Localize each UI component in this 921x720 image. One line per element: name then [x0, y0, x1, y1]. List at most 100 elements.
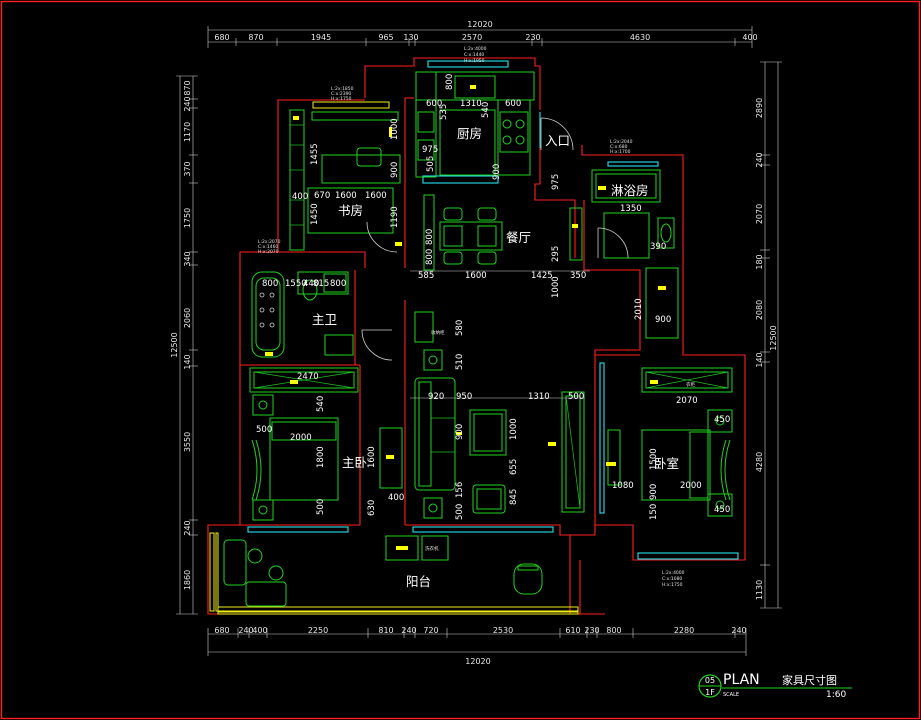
- top-dim-7: 230: [525, 33, 540, 42]
- living-dim-4: 500: [568, 392, 584, 402]
- bottom-total-dim: 12020: [465, 657, 490, 666]
- right-dim-5: 2080: [755, 300, 764, 320]
- br-dim-1: 2070: [676, 396, 698, 406]
- study-furniture: 1455 1450 670 400 1600 1600 900 1000 119…: [289, 86, 402, 253]
- right-dim-7: 4280: [755, 452, 764, 472]
- shower-dim-4: 2010: [634, 298, 644, 320]
- bottom-dim-1: 680: [214, 626, 229, 635]
- svg-text:L:2x:2070: L:2x:2070: [258, 239, 281, 245]
- left-dim-9: 3550: [183, 432, 192, 452]
- windows: [247, 60, 739, 560]
- top-dim-4: 965: [378, 33, 393, 42]
- living-dim-10: 510: [455, 354, 465, 370]
- master-bath: 800 1550 440 815 800 L:2x:2070 C:x:1460 …: [251, 239, 393, 361]
- study-dim-4: 400: [292, 192, 308, 202]
- left-dimensions: 870 240 1170 370 1750 340 2060 140 3550 …: [170, 75, 198, 615]
- bottom-dim-8: 2530: [493, 626, 513, 635]
- shower-dim-2: 390: [650, 242, 666, 252]
- washer-note: 洗衣机: [425, 545, 439, 552]
- right-total-dim: 12500: [769, 325, 778, 350]
- top-dim-2: 870: [248, 33, 263, 42]
- study-dim-3: 670: [314, 191, 330, 201]
- dining-label: 餐厅: [506, 230, 531, 245]
- svg-text:L:2x:2040: L:2x:2040: [610, 139, 633, 145]
- svg-text:H:x:1750: H:x:1750: [662, 582, 683, 588]
- right-dim-4: 180: [755, 254, 764, 269]
- svg-text:C:x:680: C:x:680: [610, 144, 628, 150]
- bath-dim-3: 440: [303, 279, 319, 289]
- living-room: 920 950 1310 500 1000 655 845 900 156 51…: [410, 311, 585, 520]
- floor-number: 1F: [705, 688, 715, 697]
- br-dim-2: 450: [714, 415, 730, 425]
- dining-dim-9: 975: [551, 174, 561, 190]
- left-dim-3: 1170: [183, 122, 192, 142]
- dining-dim-1: 800: [425, 229, 435, 245]
- balcony-label: 阳台: [406, 574, 431, 589]
- study-dim-1: 1455: [310, 143, 320, 165]
- left-dim-2: 240: [183, 96, 192, 111]
- bath-dim-4: 815: [313, 279, 329, 289]
- bottom-dim-10: 230: [584, 626, 599, 635]
- left-dim-10: 240: [183, 520, 192, 535]
- left-total-dim: 12500: [170, 332, 179, 357]
- wardrobe-note: 衣柜: [686, 381, 695, 388]
- living-dim-5: 1000: [509, 418, 519, 440]
- shower-label: 淋浴房: [611, 183, 649, 198]
- dining-dim-2: 800: [425, 249, 435, 265]
- dining-dim-8: 295: [551, 246, 561, 262]
- entrance-label: 入口: [545, 133, 570, 148]
- svg-text:C:x:1440: C:x:1440: [464, 52, 484, 58]
- walls: [207, 57, 746, 615]
- bottom-dimensions: 680 240 400 2250 810 240 720 2530 610 23…: [207, 626, 747, 666]
- top-dim-5: 130: [403, 33, 418, 42]
- entrance: 入口: [540, 117, 574, 151]
- study-dim-6: 1600: [365, 191, 387, 201]
- kitchen-dim-9: 505: [426, 156, 436, 172]
- mbr-dim-8: 540: [316, 396, 326, 412]
- mbr-dim-4: 1600: [367, 446, 377, 468]
- bottom-dim-5: 810: [378, 626, 393, 635]
- study-dim-7: 900: [390, 162, 400, 178]
- bottom-dim-7: 720: [423, 626, 438, 635]
- master-bath-label: 主卫: [312, 312, 337, 327]
- svg-text:H:x:1700: H:x:1700: [610, 149, 631, 155]
- svg-text:L:2x:1850: L:2x:1850: [331, 86, 354, 92]
- svg-text:H:x:1950: H:x:1950: [464, 58, 485, 64]
- bath-dim-1: 800: [262, 279, 278, 289]
- svg-text:C:x:2390: C:x:2390: [331, 91, 351, 97]
- master-bedroom-label: 主卧: [342, 455, 367, 470]
- kitchen-furniture: 600 1310 600 800 900 535 975 540 505 L:2…: [415, 46, 535, 180]
- left-dim-6: 340: [183, 251, 192, 266]
- svg-text:H:x:1750: H:x:1750: [331, 96, 352, 102]
- scale-word: SCALE: [723, 692, 739, 698]
- mbr-dim-2: 1800: [316, 446, 326, 468]
- master-bedroom: 2470 2000 1800 500 1600 400 630 500 540 …: [249, 367, 404, 521]
- study-dim-2: 1450: [310, 203, 320, 225]
- dining-dim-6: 350: [570, 271, 586, 281]
- kitchen-dim-3: 600: [505, 99, 521, 109]
- bath-dim-2: 1550: [285, 279, 307, 289]
- svg-text:H:x:2070: H:x:2070: [258, 249, 279, 255]
- mbr-dim-3: 500: [256, 425, 272, 435]
- right-dim-1: 2890: [755, 98, 764, 118]
- bottom-dim-13: 240: [731, 626, 746, 635]
- top-dim-3: 1945: [311, 33, 331, 42]
- living-dim-8: 900: [455, 424, 465, 440]
- mbr-dim-7: 500: [316, 499, 326, 515]
- study-label: 书房: [338, 203, 363, 218]
- title-block: 05 1F PLAN SCALE 家具尺寸图 1:60: [698, 672, 852, 700]
- bottom-dim-12: 2280: [674, 626, 694, 635]
- dining-dim-7: 1000: [551, 276, 561, 298]
- living-dim-6: 655: [509, 459, 519, 475]
- bottom-dim-4: 2250: [308, 626, 328, 635]
- svg-text:L:2x:4000: L:2x:4000: [464, 46, 487, 52]
- shower-room: 1350 390 900 2010 L:2x:2040 C:x:680 H:x:…: [591, 139, 679, 339]
- cabinet-note: 收纳柜: [431, 329, 445, 336]
- left-dim-5: 1750: [183, 208, 192, 228]
- shower-dim-3: 900: [655, 315, 671, 325]
- living-dim-3: 1310: [528, 392, 550, 402]
- br-dim-5: 2000: [680, 481, 702, 491]
- dining-dim-4: 585: [418, 271, 434, 281]
- left-dim-4: 370: [183, 161, 192, 176]
